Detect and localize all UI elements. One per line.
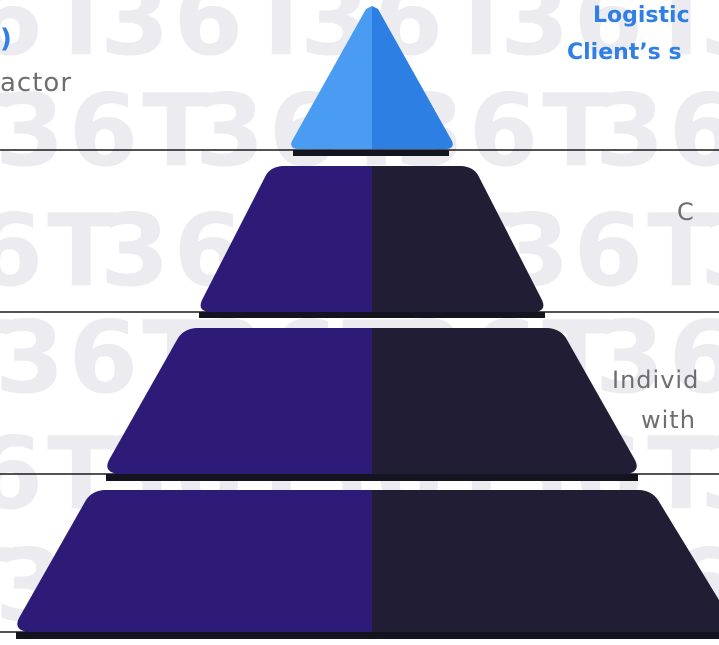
tier-3-right-half bbox=[372, 328, 637, 474]
right-top-label-line-2: Client’s s bbox=[567, 40, 682, 65]
watermark-logo: 36T bbox=[595, 299, 719, 416]
left-top-text-label: actor bbox=[0, 68, 73, 98]
watermark-logo: 36T bbox=[700, 192, 719, 309]
tip-shadow bbox=[293, 150, 449, 156]
left-top-accent-label: ) bbox=[0, 24, 12, 54]
watermark-logo: 36T bbox=[500, 0, 719, 78]
watermark-logo: 36T bbox=[0, 0, 119, 78]
right-tier-3-label-line-1: Individ bbox=[612, 366, 700, 394]
right-tier-3-label-line-2: with bbox=[641, 406, 696, 434]
pyramid-tier-4-base bbox=[16, 490, 719, 639]
watermark-logo: 36T bbox=[0, 527, 14, 644]
tier-4-shadow bbox=[16, 632, 719, 639]
right-top-label-line-1: Logistic bbox=[593, 3, 690, 28]
pyramid-tier-2 bbox=[199, 166, 545, 318]
pyramid-tier-1-tip bbox=[291, 6, 453, 156]
tier-4-left-half bbox=[17, 490, 373, 632]
tier-2-right-half bbox=[372, 166, 544, 312]
tier-3-left-half bbox=[107, 328, 373, 474]
watermark-logo: 36T bbox=[700, 0, 719, 78]
tip-right-half bbox=[372, 6, 453, 149]
tier-2-left-half bbox=[200, 166, 372, 312]
tier-4-right-half bbox=[372, 490, 719, 632]
watermark-logo: 36T bbox=[100, 0, 319, 78]
watermark-logo: 36T bbox=[0, 192, 119, 309]
watermark-logo: 36T bbox=[0, 72, 14, 189]
watermark-logo: 36T bbox=[0, 72, 214, 189]
tier-2-shadow bbox=[199, 312, 545, 318]
watermark-logo: 36T bbox=[595, 72, 719, 189]
tip-left-half bbox=[291, 6, 372, 149]
watermark-logo: 36T bbox=[0, 299, 14, 416]
right-tier-2-label: C bbox=[677, 198, 694, 226]
pyramid-tier-3 bbox=[106, 328, 638, 481]
tier-3-shadow bbox=[106, 474, 638, 481]
